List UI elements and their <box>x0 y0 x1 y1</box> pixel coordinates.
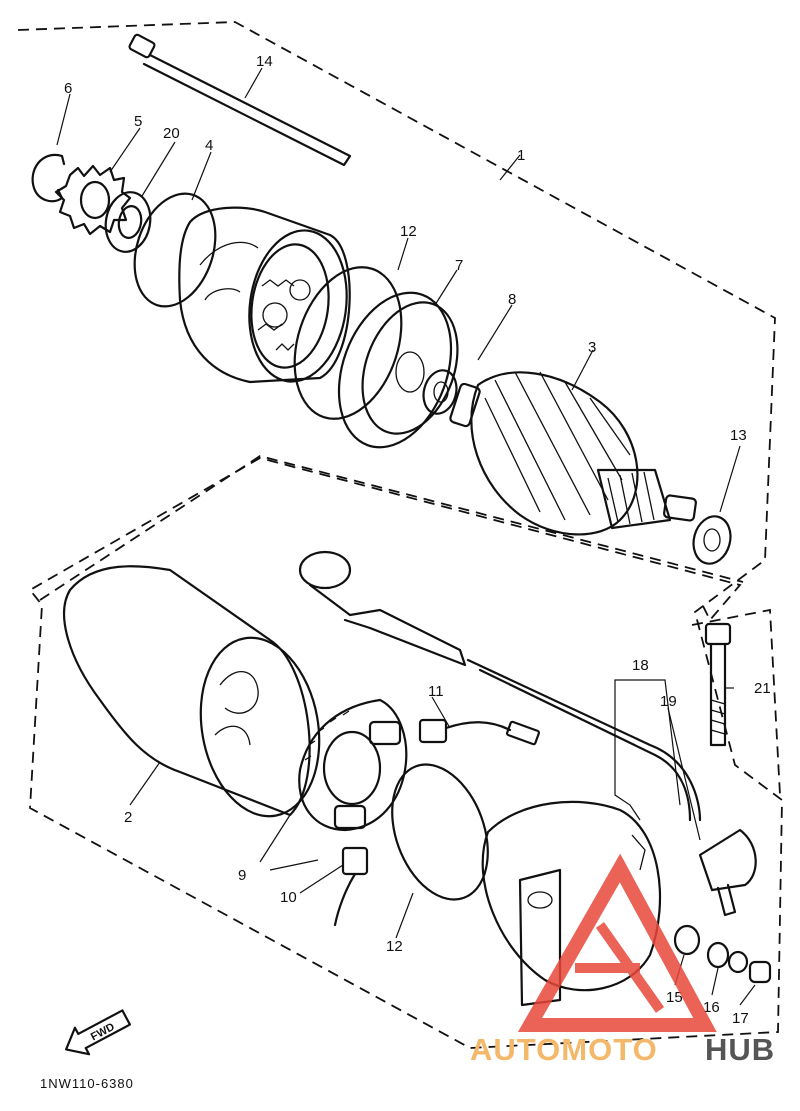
callout-20: 20 <box>163 125 180 142</box>
o-ring-upper <box>293 266 403 420</box>
callout-19: 19 <box>660 693 677 710</box>
diagram-code: 1NW110-6380 <box>40 1076 134 1091</box>
bolt-group-outline <box>691 608 781 796</box>
callout-16: 16 <box>703 999 720 1016</box>
terminal-hardware <box>673 924 772 984</box>
brush-holder <box>298 698 408 832</box>
callout-13: 13 <box>730 427 747 444</box>
watermark-text-automoto: AUTOMOTO <box>470 1032 658 1067</box>
fwd-arrow: FWD <box>64 1009 131 1056</box>
callout-4: 4 <box>205 137 213 154</box>
assembly-outline <box>17 21 783 1049</box>
terminal-boot <box>698 828 757 917</box>
o-ring-small <box>133 192 217 308</box>
watermark-logo <box>517 853 717 1032</box>
callout-15: 15 <box>666 989 683 1006</box>
rear-cover <box>481 800 662 1007</box>
callout-2: 2 <box>124 809 132 826</box>
lead-wire <box>298 550 702 822</box>
callout-17: 17 <box>732 1010 749 1027</box>
callout-14: 14 <box>256 53 273 70</box>
callout-6: 6 <box>64 80 72 97</box>
callouts: 1 2 3 4 5 6 7 8 9 10 11 12 12 13 14 15 1… <box>64 53 771 1027</box>
through-bolt <box>128 33 352 167</box>
armature <box>449 371 697 536</box>
callout-3: 3 <box>588 339 596 356</box>
callout-9: 9 <box>238 867 246 884</box>
yoke-housing <box>63 565 321 818</box>
gear-housing <box>178 206 351 384</box>
callout-12a: 12 <box>400 223 417 240</box>
callout-8: 8 <box>508 291 516 308</box>
callout-1: 1 <box>517 147 525 164</box>
brush-lead <box>418 718 541 746</box>
callout-5: 5 <box>134 113 142 130</box>
callout-21: 21 <box>754 680 771 697</box>
callout-18: 18 <box>632 657 649 674</box>
callout-11: 11 <box>428 683 444 700</box>
thrust-washer <box>104 191 152 253</box>
shim-washer <box>692 515 732 565</box>
leader-lines <box>56 67 756 1006</box>
brush-10 <box>333 846 369 927</box>
washer-8 <box>422 369 458 415</box>
assembly-outline-inner <box>39 455 744 601</box>
watermark-text-hub: HUB <box>705 1032 775 1067</box>
callout-7: 7 <box>455 257 463 274</box>
end-plate <box>337 291 459 449</box>
callout-10: 10 <box>280 889 297 906</box>
callout-12b: 12 <box>386 938 403 955</box>
mounting-bolt <box>704 622 732 747</box>
o-ring-lower <box>391 763 489 901</box>
